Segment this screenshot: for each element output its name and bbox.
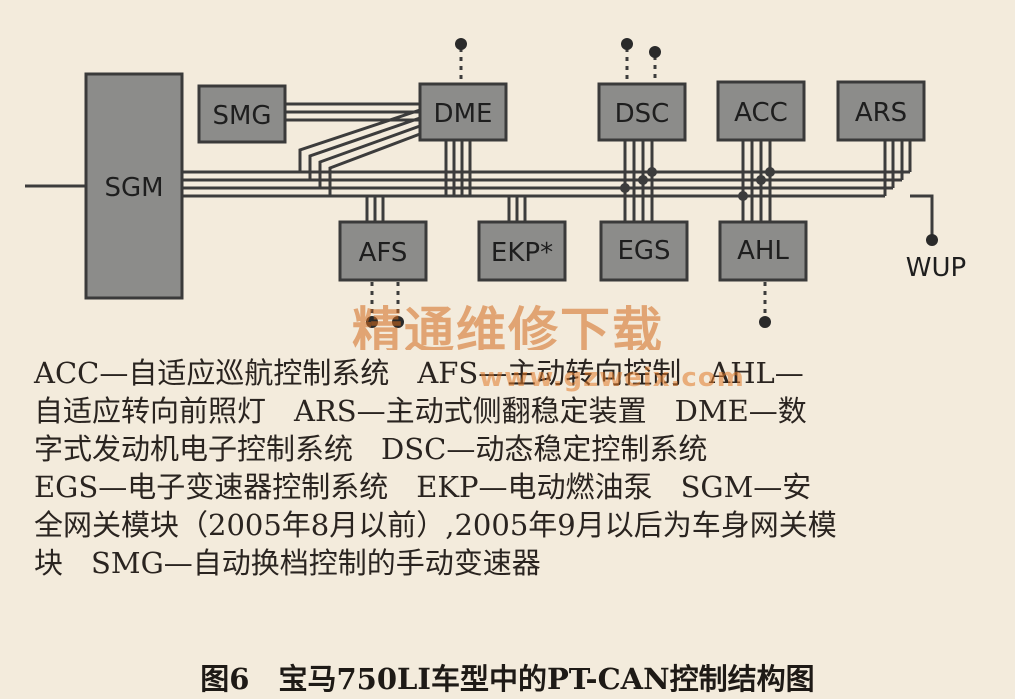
legend-ekp: EKP—电动燃油泵	[416, 470, 653, 504]
acc-label: ACC	[734, 98, 788, 128]
pt-can-diagram: SGM SMG DME DSC ACC ARS AFS EKP* EGS AHL…	[25, 38, 966, 350]
legend-smg: SMG—自动换档控制的手动变速器	[91, 546, 541, 580]
junction-dot	[620, 183, 630, 193]
legend-afs: AFS—主动转向控制	[417, 356, 682, 390]
smg-box	[197, 84, 287, 144]
legend-ahl-start: AHL—	[709, 356, 804, 390]
junction-dots	[620, 167, 775, 201]
sgm-box	[84, 72, 184, 300]
terminal-dot	[392, 316, 404, 328]
sgm-label: SGM	[104, 173, 163, 203]
sgm-dme-diag-1	[298, 108, 421, 172]
junction-dot	[756, 175, 766, 185]
legend: ACC—自适应巡航控制系统 AFS—主动转向控制 AHL— 自适应转向前照灯 ARS—…	[34, 354, 994, 582]
terminal-dot	[366, 316, 378, 328]
ahl-label: AHL	[737, 236, 789, 266]
junction-dot	[738, 191, 748, 201]
sgm-dme-diag-3	[318, 124, 421, 188]
terminal-dots	[366, 38, 938, 328]
dsc-box	[597, 82, 687, 142]
junction-dot	[638, 175, 648, 185]
smg-label: SMG	[212, 101, 271, 131]
legend-ars: ARS—主动式侧翻稳定装置	[294, 394, 647, 428]
junction-dot	[765, 167, 775, 177]
ars-label: ARS	[855, 98, 907, 128]
bus-lines	[25, 102, 934, 236]
legend-acc: ACC—自适应巡航控制系统	[34, 356, 390, 390]
egs-label: EGS	[617, 236, 670, 266]
legend-ahl-end: 自适应转向前照灯	[34, 394, 267, 428]
legend-dme-end: 字式发动机电子控制系统	[34, 432, 354, 466]
legend-sgm-start: SGM—安	[680, 470, 812, 504]
legend-sgm-tail: 块	[34, 546, 64, 580]
legend-row-4: EGS—电子变速器控制系统 EKP—电动燃油泵 SGM—安	[34, 468, 994, 506]
egs-box	[599, 220, 689, 282]
wup-wire	[910, 194, 934, 236]
legend-dme-start: DME—数	[674, 394, 807, 428]
wup-terminal-dot	[926, 234, 938, 246]
dme-label: DME	[434, 99, 493, 129]
legend-row-6: 块 SMG—自动换档控制的手动变速器	[34, 544, 994, 582]
figure-caption: 图6 宝马750LI车型中的PT-CAN控制结构图	[200, 662, 815, 696]
module-boxes	[84, 72, 926, 300]
ahl-box	[718, 220, 808, 282]
sgm-dme-diag-2	[308, 116, 421, 180]
legend-sgm-end: 全网关模块（2005年8月以前）,2005年9月以后为车身网关模	[34, 508, 837, 542]
legend-row-3: 字式发动机电子控制系统 DSC—动态稳定控制系统	[34, 430, 994, 468]
terminal-dot	[649, 46, 661, 58]
terminal-dot	[455, 38, 467, 50]
junction-dot	[647, 167, 657, 177]
watermark-url: www.gzweix.com	[479, 363, 745, 393]
afs-box	[338, 220, 428, 282]
ekp-box	[477, 220, 567, 282]
legend-row-1: ACC—自适应巡航控制系统 AFS—主动转向控制 AHL—	[34, 354, 994, 392]
terminal-dot	[759, 316, 771, 328]
legend-dsc: DSC—动态稳定控制系统	[381, 432, 708, 466]
dsc-label: DSC	[615, 99, 670, 129]
ars-box	[836, 80, 926, 142]
legend-row-2: 自适应转向前照灯 ARS—主动式侧翻稳定装置 DME—数	[34, 392, 994, 430]
watermark-url-layer: www.gzweix.com	[479, 363, 745, 393]
legend-row-5: 全网关模块（2005年8月以前）,2005年9月以后为车身网关模	[34, 506, 994, 544]
dme-box	[418, 82, 508, 142]
sgm-dme-diag-4	[328, 132, 421, 196]
acc-box	[716, 80, 806, 142]
afs-label: AFS	[359, 238, 408, 268]
terminal-dot	[621, 38, 633, 50]
legend-egs: EGS—电子变速器控制系统	[34, 470, 389, 504]
wup-label: WUP	[906, 253, 966, 283]
watermark-cn: 精通维修下载	[352, 302, 664, 350]
ekp-label: EKP*	[491, 238, 553, 268]
external-links	[370, 48, 767, 318]
